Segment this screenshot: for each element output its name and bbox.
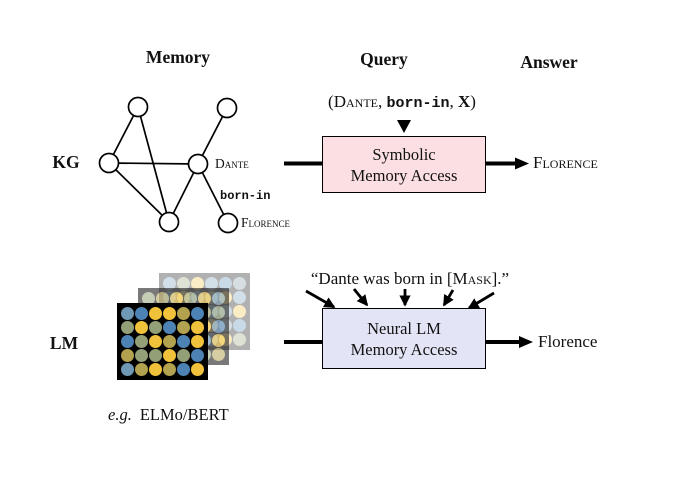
kg-query-close: ) [470, 92, 476, 111]
kg-query-object: X [458, 92, 471, 111]
memory-dot [212, 292, 225, 305]
memory-dot [163, 277, 176, 290]
lm-answer: Florence [538, 332, 598, 351]
memory-dot [135, 349, 148, 362]
memory-dot [177, 307, 190, 320]
memory-dot [163, 349, 176, 362]
kg-box-line2: Memory Access [350, 165, 458, 185]
kg-box-line1: Symbolic [372, 144, 436, 164]
memory-dot [121, 321, 134, 334]
memory-dot [163, 307, 176, 320]
memory-dot [177, 335, 190, 348]
memory-dot [184, 292, 197, 305]
memory-dot [233, 277, 246, 290]
memory-dot [212, 348, 225, 361]
memory-dot [191, 321, 204, 334]
memory-dot [205, 277, 218, 290]
memory-dot [142, 292, 155, 305]
header-answer: Answer [520, 52, 578, 72]
memory-dot [233, 319, 246, 332]
header-memory: Memory [145, 47, 211, 67]
memory-dot [219, 277, 232, 290]
memory-dot [121, 335, 134, 348]
lm-box: Neural LM Memory Access [322, 308, 486, 369]
lm-box-line1: Neural LM [367, 318, 441, 338]
memory-dot [191, 335, 204, 348]
memory-dot [121, 307, 134, 320]
lm-output-arrowhead [519, 336, 533, 348]
memory-dot [233, 291, 246, 304]
memory-dot [212, 306, 225, 319]
memory-dot [135, 321, 148, 334]
kg-query-sep1: , [377, 92, 387, 111]
lm-caption-models: ELMo/BERT [139, 405, 229, 424]
lm-query-prefix: “Dante was born in [ [310, 269, 453, 288]
memory-dot [149, 363, 162, 376]
kg-answer: Florence [533, 153, 598, 172]
memory-dot [191, 307, 204, 320]
memory-dot [149, 349, 162, 362]
memory-dot [163, 335, 176, 348]
lm-query-mask-token: Mask [452, 269, 492, 288]
memory-dot [177, 321, 190, 334]
kg-edge-label-born-in: born-in [220, 189, 271, 203]
memory-dot [177, 349, 190, 362]
memory-dot [212, 334, 225, 347]
lm-caption-eg: e.g. [108, 405, 132, 424]
memory-dot [212, 320, 225, 333]
memory-dot [233, 333, 246, 346]
memory-dot [191, 363, 204, 376]
memory-dot [135, 307, 148, 320]
kg-query-triangle [397, 120, 411, 133]
memory-dot [135, 363, 148, 376]
memory-dot [163, 321, 176, 334]
memory-dot [163, 363, 176, 376]
memory-dot [135, 335, 148, 348]
memory-dot [149, 307, 162, 320]
lm-row-label: LM [49, 333, 79, 353]
header-query: Query [360, 49, 408, 69]
kg-node-label-florence: Florence [241, 215, 291, 230]
memory-dot [170, 292, 183, 305]
memory-dot [177, 363, 190, 376]
memory-dot [121, 363, 134, 376]
memory-dot [198, 292, 211, 305]
memory-dot [149, 335, 162, 348]
lm-caption: e.g. ELMo/BERT [108, 405, 229, 425]
memory-dot [233, 305, 246, 318]
lm-box-line2: Memory Access [350, 339, 458, 359]
memory-dot [191, 277, 204, 290]
memory-dot [191, 349, 204, 362]
memory-dot [121, 349, 134, 362]
kg-node-label-dante: Dante [215, 156, 249, 171]
kg-query-relation: born-in [386, 95, 450, 112]
memory-dot [149, 321, 162, 334]
kg-query-open: ( [328, 92, 334, 111]
lm-query-sentence: “Dante was born in [Mask].” [311, 269, 509, 289]
kg-box: Symbolic Memory Access [322, 136, 486, 193]
kg-output-arrowhead [515, 157, 529, 170]
memory-dot [177, 277, 190, 290]
kg-query-tuple: (Dante, born-in, X) [328, 92, 476, 112]
lm-query-suffix: ].” [491, 269, 510, 288]
memory-dot [156, 292, 169, 305]
kg-row-label: KG [52, 152, 80, 172]
kg-query-sep2: , [449, 92, 459, 111]
lm-fan-arrows [305, 288, 495, 310]
kg-query-subject: Dante [333, 92, 378, 111]
lm-memory-matrix-front [117, 303, 208, 380]
